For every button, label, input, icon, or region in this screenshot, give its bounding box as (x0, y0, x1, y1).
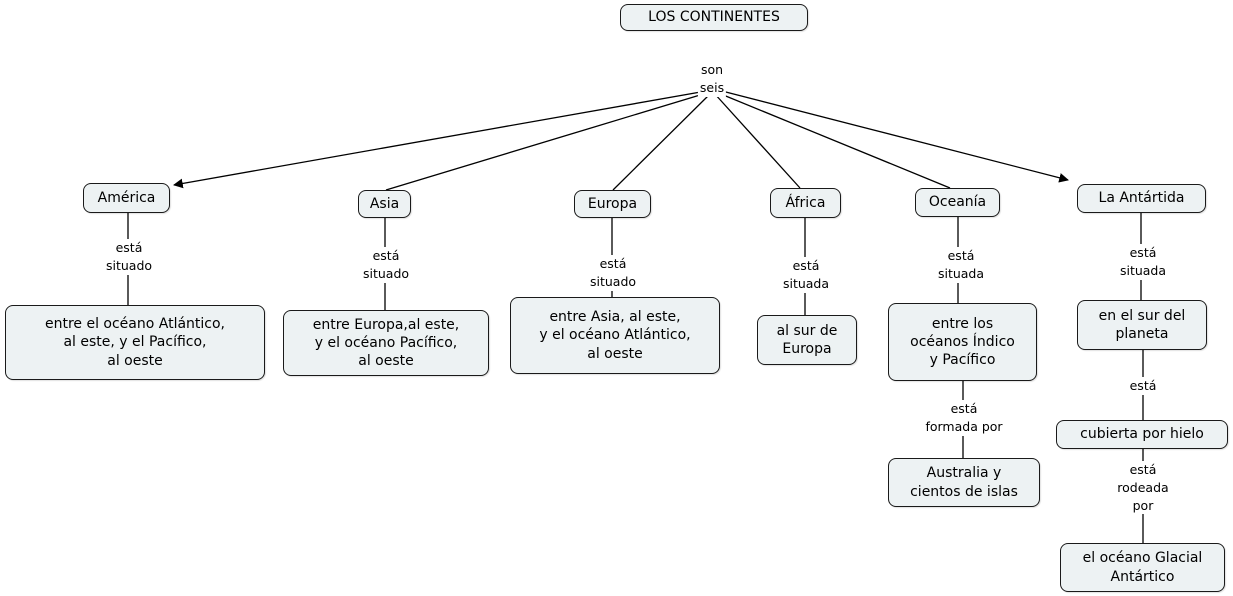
continent-node-africa[interactable]: África (770, 188, 841, 218)
root-concept-node[interactable]: LOS CONTINENTES (620, 4, 808, 31)
link-line-europa (612, 92, 712, 191)
link-line-africa (713, 92, 801, 189)
continent-node-europa[interactable]: Europa (574, 190, 651, 218)
concept-node-europa-location[interactable]: entre Asia, al este, y el océano Atlánti… (510, 297, 720, 374)
concept-node-oceania-islands[interactable]: Australia y cientos de islas (888, 458, 1040, 507)
concept-node-africa-location[interactable]: al sur de Europa (757, 315, 857, 365)
concept-node-oceania-location[interactable]: entre los océanos Índico y Pacífico (888, 303, 1037, 381)
linking-phrase-asia: está situado (360, 247, 412, 283)
linking-phrase-antartida-covered: está (1127, 377, 1159, 395)
continent-node-america[interactable]: América (83, 183, 170, 213)
root-linking-phrase: son seis (697, 61, 727, 97)
link-line-asia (385, 91, 711, 191)
linking-phrase-europa: está situado (587, 255, 639, 291)
linking-phrase-oceania-formed: está formada por (923, 400, 1005, 436)
linking-phrase-antartida: está situada (1117, 244, 1169, 280)
linking-phrase-africa: está situada (780, 257, 832, 293)
concept-node-asia-location[interactable]: entre Europa,al este, y el océano Pacífi… (283, 310, 489, 376)
continent-node-antartida[interactable]: La Antártida (1077, 184, 1206, 213)
linking-phrase-oceania: está situada (935, 247, 987, 283)
link-line-antartida (717, 89, 1069, 183)
concept-node-america-location[interactable]: entre el océano Atlántico, al este, y el… (5, 305, 265, 380)
linking-phrase-america: está situado (103, 239, 155, 275)
concept-node-antartida-ocean[interactable]: el océano Glacial Antártico (1060, 543, 1225, 592)
continent-node-asia[interactable]: Asia (358, 190, 411, 218)
concept-node-antartida-ice[interactable]: cubierta por hielo (1056, 420, 1228, 449)
concept-node-antartida-location[interactable]: en el sur del planeta (1077, 300, 1207, 350)
link-line-oceania (715, 91, 951, 189)
link-line-america (173, 89, 713, 189)
linking-phrase-antartida-surrounded: está rodeada por (1115, 461, 1171, 515)
continent-node-oceania[interactable]: Oceanía (915, 188, 1000, 217)
